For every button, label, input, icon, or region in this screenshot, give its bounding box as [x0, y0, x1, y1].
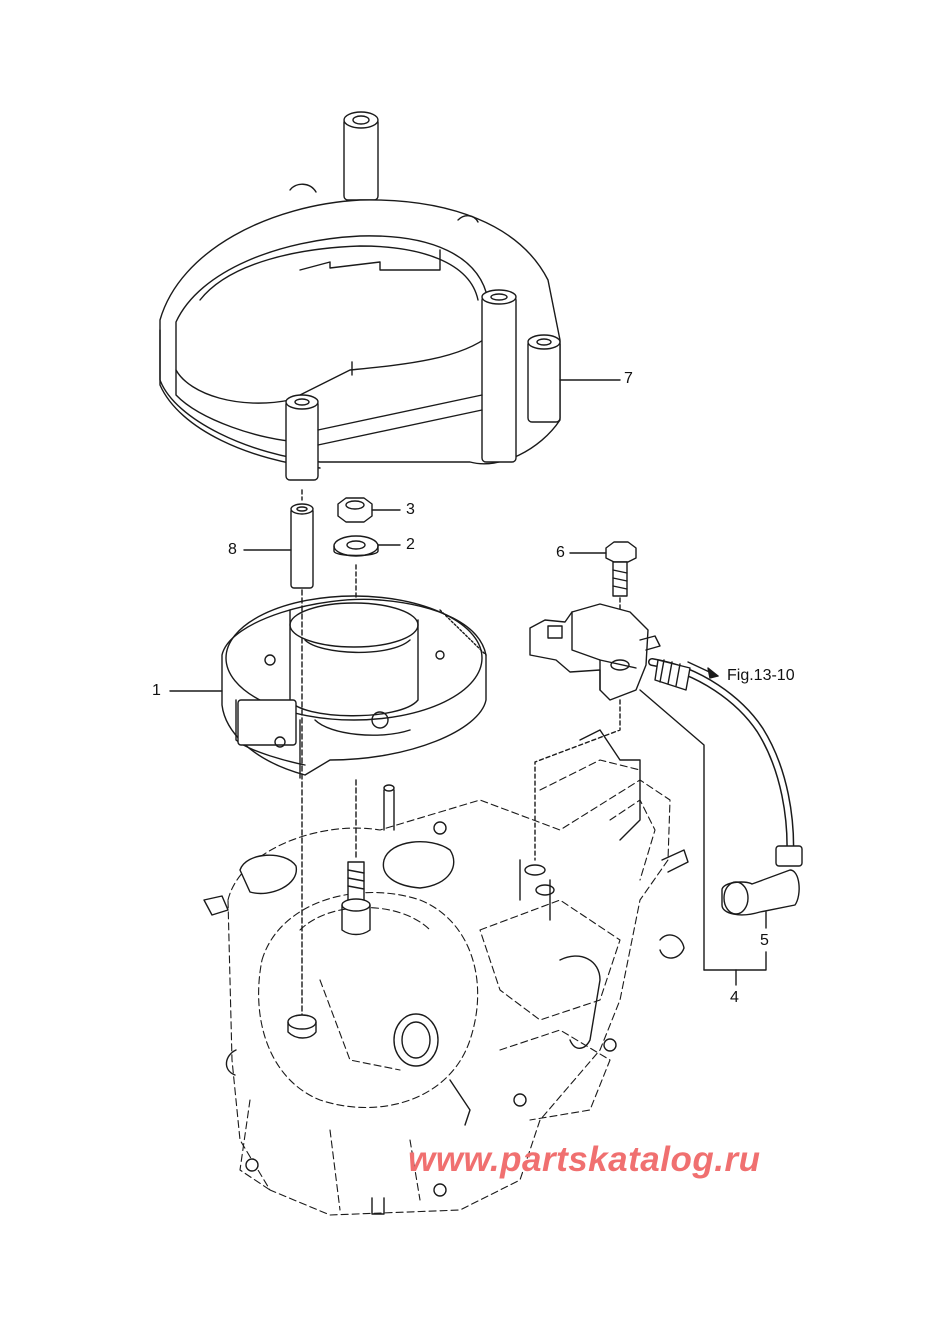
- fig-reference-link[interactable]: Fig.13-10: [727, 667, 795, 684]
- callout-part-2: 2: [406, 536, 415, 553]
- washer-part-2: [333, 535, 379, 557]
- callout-part-8: 8: [228, 541, 237, 558]
- engine-details: [203, 729, 689, 1215]
- plug-cap-part-5: [721, 869, 800, 916]
- callout-part-1: 1: [152, 682, 161, 699]
- flywheel-part-1: [221, 595, 487, 779]
- callout-part-5: 5: [760, 932, 769, 949]
- watermark: www.partskatalog.ru: [408, 1140, 761, 1179]
- lead-wire: [648, 658, 803, 867]
- callout-part-4: 4: [730, 989, 739, 1006]
- callout-part-3: 3: [406, 501, 415, 518]
- callout-part-6: 6: [556, 544, 565, 561]
- callout-part-7: 7: [624, 370, 633, 387]
- stator-cover-part-7: [159, 111, 561, 481]
- nut-part-3: [337, 497, 373, 523]
- ignition-coil-part-4: [529, 603, 661, 701]
- bolt-part-6: [605, 541, 637, 597]
- dowel-pin-part-8: [290, 503, 314, 589]
